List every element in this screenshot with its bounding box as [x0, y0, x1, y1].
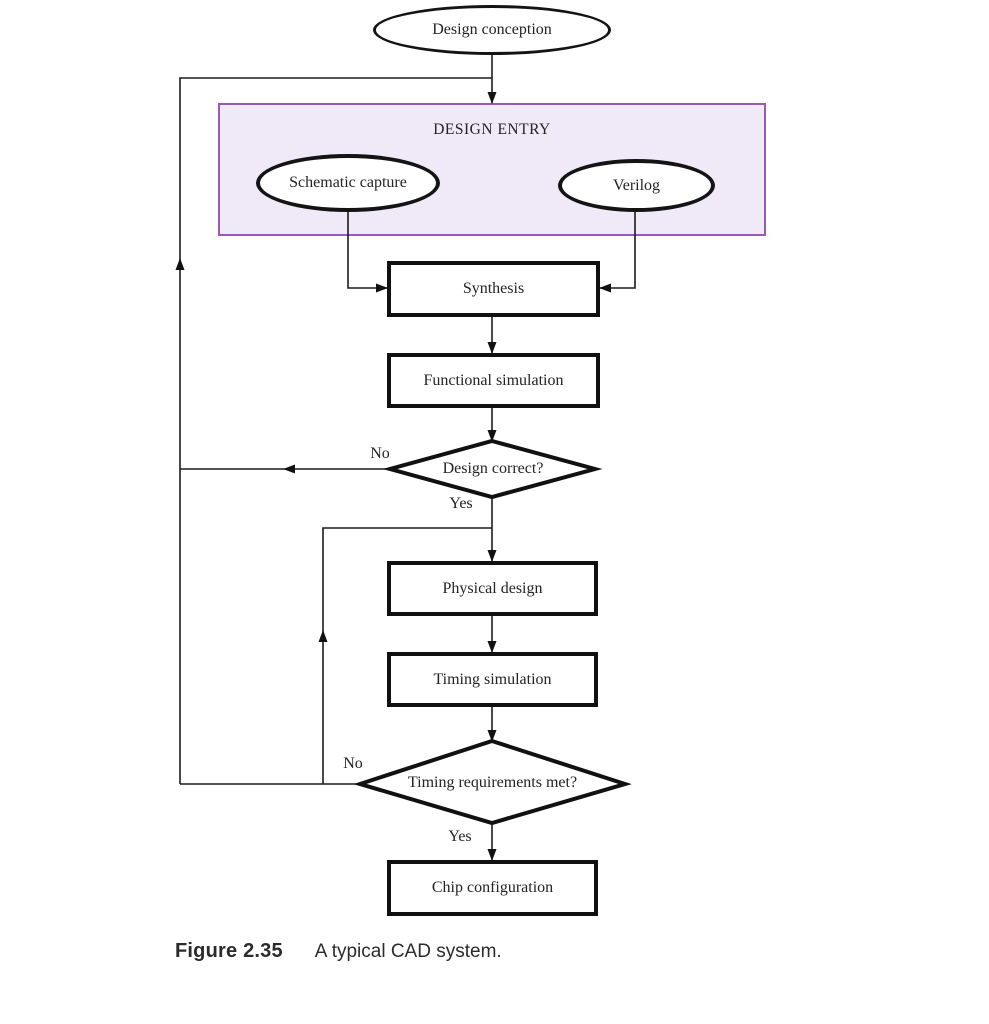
verilog-label: Verilog	[612, 176, 661, 194]
design-correct-no-label: No	[370, 445, 390, 462]
figure-caption-text: A typical CAD system.	[314, 941, 502, 962]
design-correct-label: Design correct?	[442, 460, 544, 477]
physical-design-node: Physical design	[387, 561, 598, 616]
design-correct-yes-label: Yes	[449, 495, 473, 512]
timing-met-no-label: No	[343, 755, 363, 772]
verilog-node: Verilog	[558, 159, 715, 212]
design-conception-label: Design conception	[432, 21, 552, 38]
figure-caption-number: Figure 2.35	[175, 940, 283, 962]
synthesis-label: Synthesis	[462, 280, 525, 297]
chip-configuration-label: Chip configuration	[431, 879, 554, 896]
figure-caption: Figure 2.35 A typical CAD system.	[175, 940, 502, 963]
functional-simulation-node: Functional simulation	[387, 353, 600, 408]
functional-simulation-label: Functional simulation	[423, 371, 564, 389]
physical-design-label: Physical design	[442, 579, 543, 597]
timing-simulation-label: Timing simulation	[433, 670, 552, 688]
timing-simulation-node: Timing simulation	[387, 652, 598, 707]
mid-arrowhead-up-inner	[318, 630, 328, 642]
synthesis-node: Synthesis	[387, 261, 600, 317]
mid-arrowhead-up-outer	[175, 258, 185, 270]
design-entry-title: DESIGN ENTRY	[433, 121, 551, 138]
design-conception-node: Design conception	[373, 5, 611, 55]
mid-arrowhead-left	[283, 464, 295, 474]
timing-requirements-label: Timing requirements met?	[407, 774, 578, 791]
schematic-capture-node: Schematic capture	[256, 154, 440, 212]
schematic-capture-label: Schematic capture	[289, 174, 407, 191]
chip-configuration-node: Chip configuration	[387, 860, 598, 916]
timing-met-yes-label: Yes	[448, 828, 472, 845]
